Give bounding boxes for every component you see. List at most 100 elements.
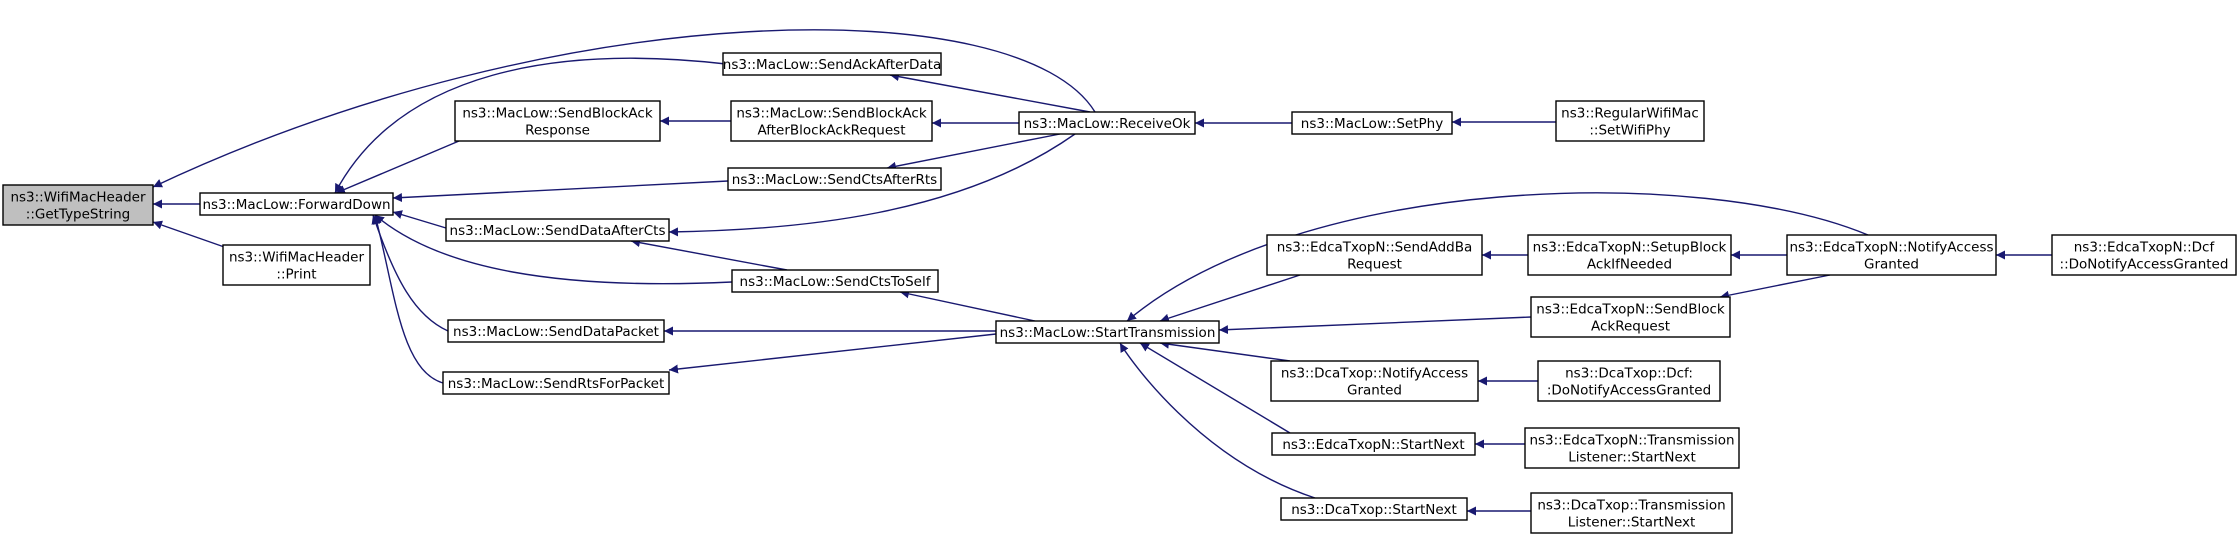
node-label: ns3::DcaTxop::Dcf: <box>1565 366 1693 382</box>
node-ddnag[interactable]: ns3::DcaTxop::Dcf::DoNotifyAccessGranted <box>1537 360 1721 402</box>
node-rok[interactable]: ns3::MacLow::ReceiveOk <box>1018 111 1196 135</box>
edge-line <box>392 180 729 203</box>
node-label: ::DoNotifyAccessGranted <box>2060 257 2229 273</box>
edge-line <box>152 220 231 250</box>
edge-line <box>630 238 788 271</box>
node-box[interactable] <box>445 218 670 242</box>
node-label: AckRequest <box>1591 319 1670 335</box>
node-esn[interactable]: ns3::EdcaTxopN::StartNext <box>1271 432 1476 456</box>
node-label: ns3::DcaTxop::NotifyAccess <box>1281 366 1468 382</box>
node-label: ns3::RegularWifiMac <box>1561 106 1699 122</box>
edge-line <box>1126 192 1869 322</box>
node-box[interactable] <box>730 100 933 142</box>
node-label: ns3::MacLow::SendDataAfterCts <box>450 223 666 239</box>
edge-line <box>335 140 460 194</box>
node-box[interactable] <box>2 184 154 226</box>
node-ena[interactable]: ns3::EdcaTxopN::NotifyAccessGranted <box>1786 234 1997 276</box>
node-box[interactable] <box>1266 234 1483 276</box>
edge-line <box>334 57 727 194</box>
node-label: ns3::EdcaTxopN::StartNext <box>1282 437 1464 453</box>
edge-esbar-to-stx <box>1218 316 1532 335</box>
edge-ena-to-stx <box>1126 192 1869 322</box>
node-print[interactable]: ns3::WifiMacHeader::Print <box>222 244 371 286</box>
node-label: ns3::EdcaTxopN::Dcf <box>2074 240 2216 256</box>
edge-dtna-to-stx <box>1159 339 1291 362</box>
node-label: ns3::EdcaTxopN::NotifyAccess <box>1789 240 1993 256</box>
edge-rok-to-saad <box>889 72 1091 113</box>
edge-line <box>1159 274 1301 323</box>
node-dtlsn[interactable]: ns3::DcaTxop::TransmissionListener::Star… <box>1530 492 1733 534</box>
node-box[interactable] <box>722 52 942 76</box>
node-label: Granted <box>1864 257 1919 273</box>
edge-line <box>899 289 1036 322</box>
edges-layer <box>152 29 2052 516</box>
edge-esn-to-stx <box>1139 342 1291 434</box>
node-setphy[interactable]: ns3::MacLow::SetPhy <box>1291 111 1453 135</box>
node-scts[interactable]: ns3::MacLow::SendCtsToSelf <box>731 269 939 293</box>
node-box[interactable] <box>1271 432 1476 456</box>
node-box[interactable] <box>454 100 661 142</box>
edge-saad-to-fwd <box>334 57 727 194</box>
node-edna[interactable]: ns3::EdcaTxopN::Dcf::DoNotifyAccessGrant… <box>2051 234 2237 276</box>
node-box[interactable] <box>2051 234 2237 276</box>
edge-line <box>1139 342 1291 434</box>
node-box[interactable] <box>1280 497 1468 521</box>
node-label: ns3::MacLow::SendDataPacket <box>453 324 659 340</box>
edge-line <box>1218 316 1532 335</box>
node-label: Listener::StartNext <box>1568 515 1696 531</box>
node-label: ::Print <box>276 267 316 283</box>
node-root[interactable]: ns3::WifiMacHeader::GetTypeString <box>2 184 154 226</box>
node-box[interactable] <box>731 269 939 293</box>
node-sdac[interactable]: ns3::MacLow::SendDataAfterCts <box>445 218 670 242</box>
node-box[interactable] <box>727 167 942 191</box>
node-box[interactable] <box>1018 111 1196 135</box>
node-box[interactable] <box>1530 492 1733 534</box>
node-label: ns3::EdcaTxopN::SendBlock <box>1536 302 1725 318</box>
node-dtna[interactable]: ns3::DcaTxop::NotifyAccessGranted <box>1270 360 1479 402</box>
node-box[interactable] <box>1786 234 1997 276</box>
node-box[interactable] <box>1270 360 1479 402</box>
node-etlsn[interactable]: ns3::EdcaTxopN::TransmissionListener::St… <box>1524 427 1740 469</box>
node-box[interactable] <box>1291 111 1453 135</box>
node-label: Listener::StartNext <box>1568 450 1696 466</box>
node-box[interactable] <box>995 320 1220 344</box>
node-sbaabar[interactable]: ns3::MacLow::SendBlockAckAfterBlockAckRe… <box>730 100 933 142</box>
node-label: ns3::MacLow::SendCtsAfterRts <box>732 172 937 188</box>
node-sdp[interactable]: ns3::MacLow::SendDataPacket <box>447 319 665 343</box>
edge-stx-to-srfp <box>668 333 997 374</box>
node-box[interactable] <box>1524 427 1740 469</box>
node-box[interactable] <box>222 244 371 286</box>
node-box[interactable] <box>442 371 670 395</box>
node-srfp[interactable]: ns3::MacLow::SendRtsForPacket <box>442 371 670 395</box>
edge-line <box>152 29 1096 188</box>
node-label: ns3::WifiMacHeader <box>10 190 146 206</box>
node-label: ns3::DcaTxop::Transmission <box>1537 498 1725 514</box>
edge-rok-to-root <box>152 29 1096 188</box>
node-box[interactable] <box>447 319 665 343</box>
node-fwd[interactable]: ns3::MacLow::ForwardDown <box>199 192 394 216</box>
node-label: ns3::EdcaTxopN::Transmission <box>1529 433 1734 449</box>
node-label: ns3::MacLow::SendAckAfterData <box>723 57 941 73</box>
node-label: ::SetWifiPhy <box>1589 123 1670 139</box>
node-box[interactable] <box>1527 234 1732 276</box>
node-box[interactable] <box>1537 360 1721 402</box>
node-rwm[interactable]: ns3::RegularWifiMac::SetWifiPhy <box>1555 100 1705 142</box>
node-stx[interactable]: ns3::MacLow::StartTransmission <box>995 320 1220 344</box>
node-label: ns3::WifiMacHeader <box>229 250 365 266</box>
node-box[interactable] <box>199 192 394 216</box>
node-scar[interactable]: ns3::MacLow::SendCtsAfterRts <box>727 167 942 191</box>
edge-esaddba-to-stx <box>1159 274 1301 323</box>
node-saad[interactable]: ns3::MacLow::SendAckAfterData <box>722 52 942 76</box>
node-label: ::GetTypeString <box>26 207 130 223</box>
node-box[interactable] <box>1530 296 1731 338</box>
node-box[interactable] <box>1555 100 1705 142</box>
edge-sdac-to-fwd <box>392 210 447 229</box>
nodes-layer: ns3::WifiMacHeader::GetTypeStringns3::Ma… <box>2 52 2237 534</box>
node-dsn[interactable]: ns3::DcaTxop::StartNext <box>1280 497 1468 521</box>
edge-srfp-to-fwd <box>372 214 444 384</box>
node-label: ns3::MacLow::SetPhy <box>1301 116 1443 132</box>
